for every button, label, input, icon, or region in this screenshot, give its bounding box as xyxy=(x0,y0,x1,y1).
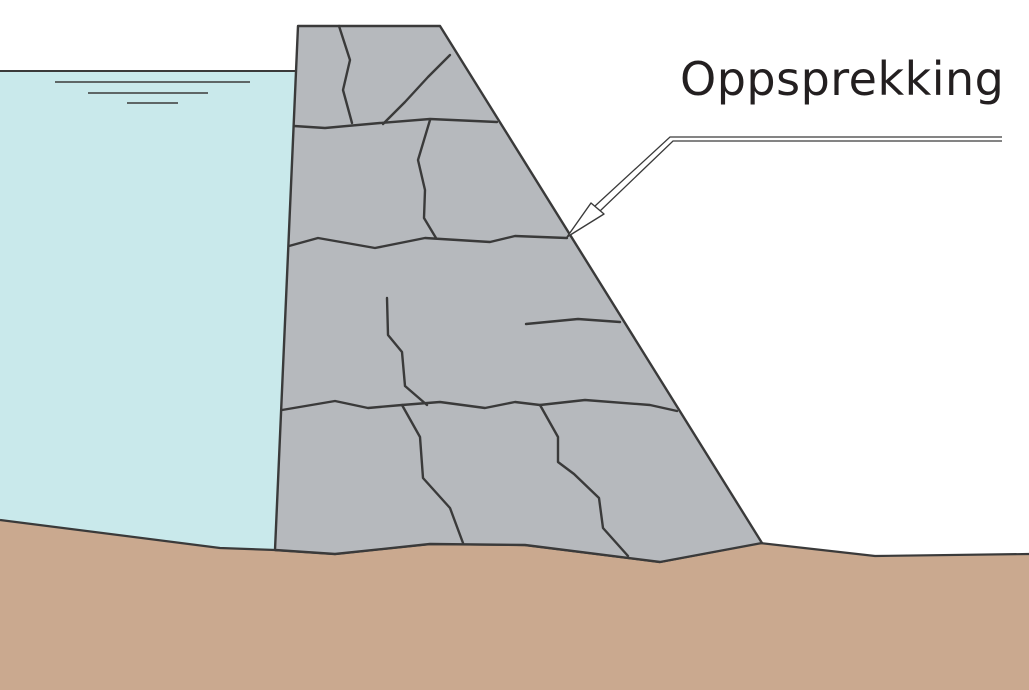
crack-top-1 xyxy=(337,24,354,125)
water-ripples xyxy=(55,81,250,104)
crack-mid-1 xyxy=(416,118,438,240)
callout-leader xyxy=(594,136,1002,212)
crack-annotation-label: Oppsprekking xyxy=(680,52,1005,106)
reservoir-water xyxy=(0,71,295,550)
ground xyxy=(0,520,1029,690)
crack-joint-2 xyxy=(287,234,569,250)
crack-bottom-2 xyxy=(538,403,630,558)
callout-arrowhead xyxy=(566,202,605,238)
dam-cracks xyxy=(280,24,679,558)
crack-mid-2 xyxy=(385,296,429,407)
crack-joint-1 xyxy=(292,117,499,130)
dam-body xyxy=(273,24,764,564)
crack-short xyxy=(524,317,622,326)
crack-top-2 xyxy=(381,53,452,126)
crack-joint-3 xyxy=(280,398,679,413)
crack-bottom-1 xyxy=(400,403,465,545)
